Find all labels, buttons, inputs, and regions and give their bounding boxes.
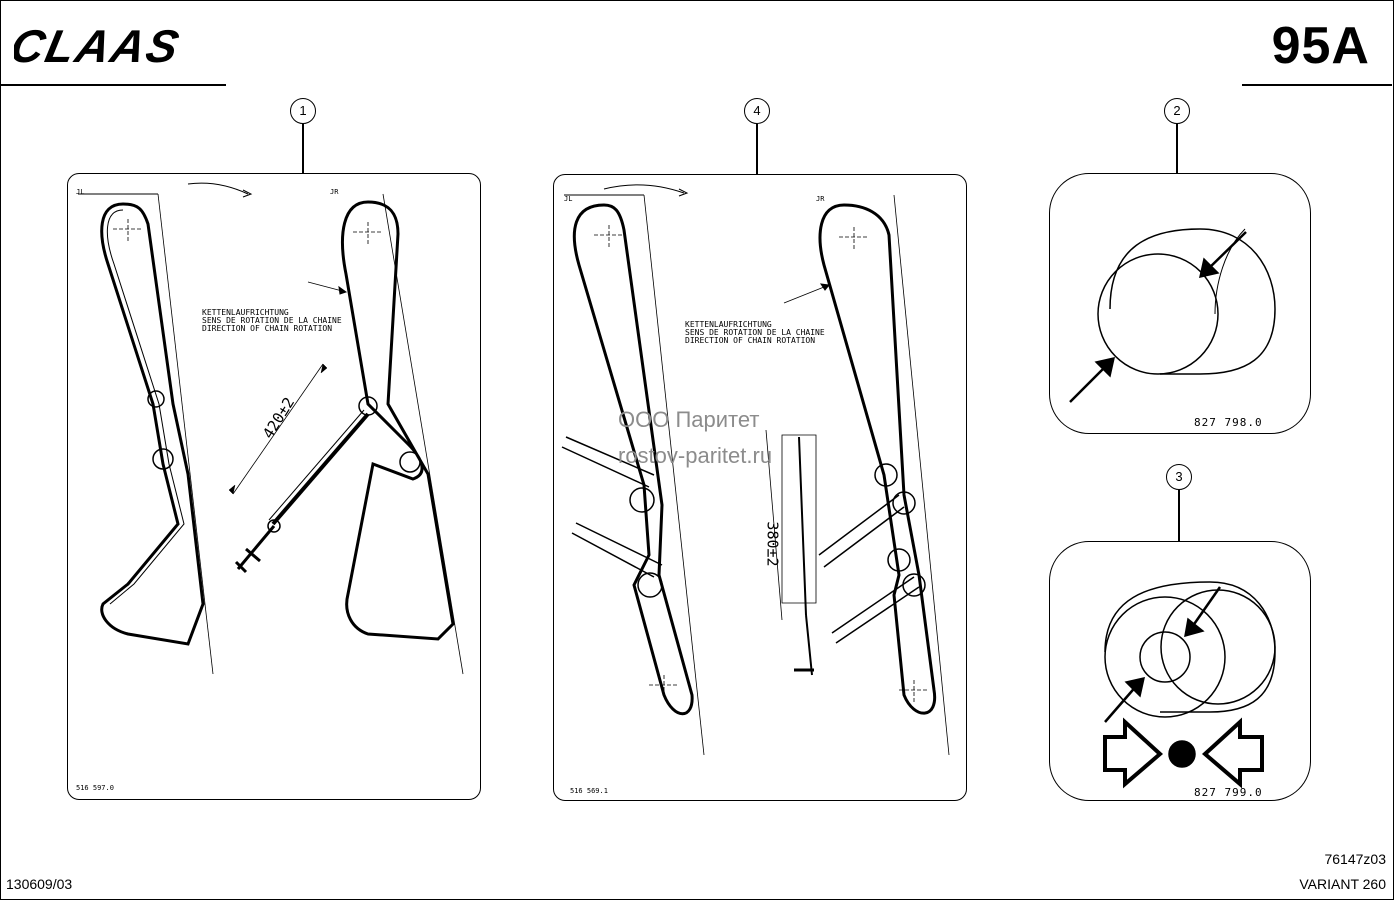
part-number-4: 516 569.1 <box>570 787 608 795</box>
note-line-en: DIRECTION OF CHAIN ROTATION <box>202 324 333 333</box>
dimension-label-4: 380±2 <box>763 521 782 567</box>
note-line-de: KETTENLAUFRICHTUNG <box>202 308 289 317</box>
svg-text:CLAAS: CLAAS <box>14 24 185 68</box>
callout-2: 2 <box>1164 98 1190 124</box>
view-marker-right: JR <box>330 188 339 196</box>
note-line-fr: SENS DE ROTATION DE LA CHAINE <box>202 316 342 325</box>
chain-diagram-4: JL JR KETTENLAUFRICHTUNG SENS DE ROTATIO… <box>553 174 967 801</box>
roller-drawing-2 <box>1069 228 1276 403</box>
part-number-2: 827 798.0 <box>1194 416 1263 429</box>
leader-4 <box>756 124 758 174</box>
rotation-note-1: KETTENLAUFRICHTUNG SENS DE ROTATION DE L… <box>202 309 342 333</box>
watermark-url: rostov-paritet.ru <box>618 443 773 468</box>
rotation-note-4: KETTENLAUFRICHTUNG SENS DE ROTATION DE L… <box>685 321 825 345</box>
header-rule-right <box>1242 84 1392 86</box>
part-number-1: 516 597.0 <box>76 784 114 792</box>
note-line-fr: SENS DE ROTATION DE LA CHAINE <box>685 328 825 337</box>
chain-diagram-1: JL JR KETTENLAUFRICHTUNG SENS DE ROTATIO… <box>67 173 481 800</box>
leader-2 <box>1176 124 1178 174</box>
view-marker-right: JR <box>816 195 825 203</box>
page-number: 95A <box>1271 17 1370 75</box>
note-line-de: KETTENLAUFRICHTUNG <box>685 320 772 329</box>
roller-drawing-3 <box>1103 581 1276 789</box>
view-marker-left: JL <box>564 195 573 203</box>
doc-code: 76147z03 <box>1324 851 1386 867</box>
chain-diagram-4-drawing <box>561 184 950 756</box>
view-marker-left: JL <box>76 188 85 196</box>
claas-logo: CLAAS <box>14 24 185 68</box>
watermark: ООО Паритет rostov-paritet.ru <box>618 402 772 474</box>
chain-diagram-1-drawing <box>78 182 464 675</box>
watermark-company: ООО Паритет <box>618 407 760 432</box>
date-code: 130609/03 <box>6 876 73 892</box>
leader-3 <box>1178 490 1180 542</box>
callout-4: 4 <box>744 98 770 124</box>
roller-sticker-3: 827 799.0 <box>1049 541 1311 801</box>
header-rule-left <box>0 84 226 86</box>
callout-1: 1 <box>290 98 316 124</box>
variant-label: VARIANT 260 <box>1299 876 1386 892</box>
roller-sticker-2: 827 798.0 <box>1049 173 1311 434</box>
callout-3: 3 <box>1166 464 1192 490</box>
part-number-3: 827 799.0 <box>1194 786 1263 799</box>
leader-1 <box>302 124 304 174</box>
note-line-en: DIRECTION OF CHAIN ROTATION <box>685 336 816 345</box>
